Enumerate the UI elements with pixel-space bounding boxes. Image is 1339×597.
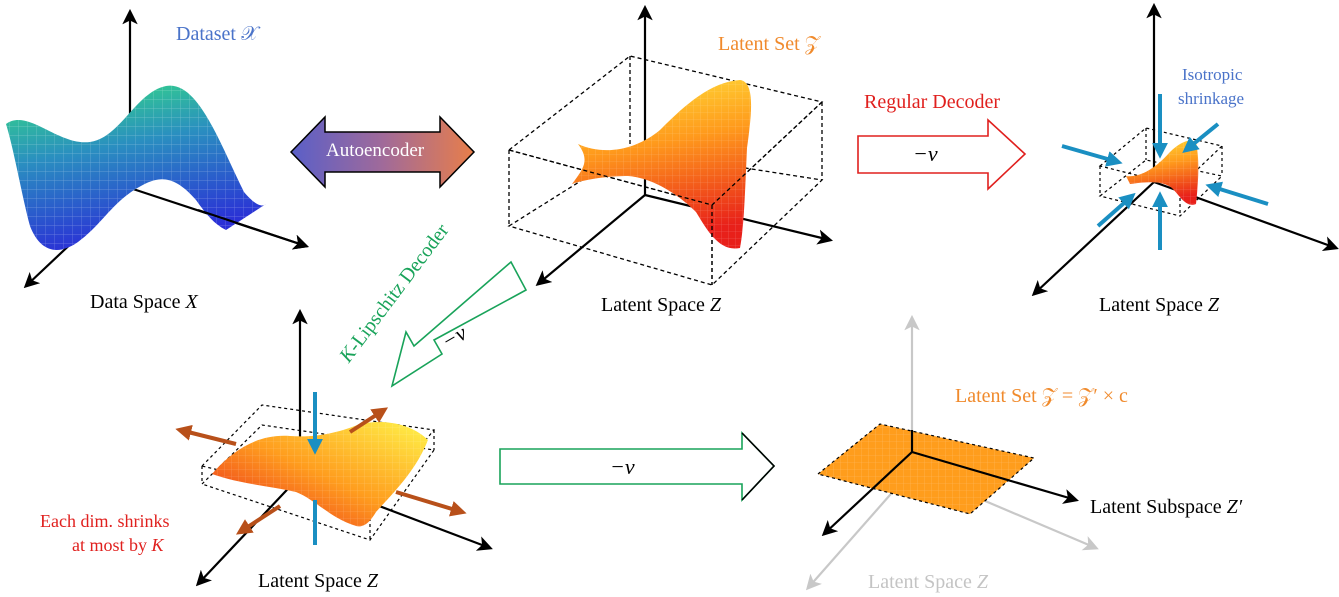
regular-decoder-arrow — [857, 118, 1027, 191]
latent-set-mid-surface — [572, 80, 752, 249]
latent-subspace-plane — [816, 423, 1036, 515]
latent-space-bottom-left-var: Z — [366, 570, 378, 592]
latent-space-bottom-left-caption: Latent Space Z — [258, 571, 378, 591]
regular-decoder-label: Regular Decoder — [864, 91, 1001, 113]
isotropic-shrink-arrows — [1061, 94, 1269, 250]
latent-subspace-caption: Latent Subspace Z′ — [1090, 497, 1242, 517]
latent-subspace-text: Latent Subspace — [1090, 496, 1222, 518]
data-space-var: X — [185, 291, 198, 313]
autoencoder-arrow — [289, 115, 476, 189]
data-space-axes-front — [197, 208, 309, 250]
isotropic-label-line1: Isotropic — [1182, 65, 1243, 84]
latent-bounding-box-mid-front — [508, 101, 823, 285]
latent-subspace-axes — [821, 430, 1079, 537]
expand-arrows-bottom-left — [175, 407, 467, 535]
each-dim-var: K — [151, 535, 164, 555]
dataset-surface — [6, 85, 266, 250]
latent-space-mid-var: Z — [709, 294, 721, 316]
latent-set-right-surface — [1126, 140, 1199, 205]
latent-subspace-var: Z′ — [1226, 496, 1243, 518]
each-dim-line1: Each dim. shrinks — [40, 511, 170, 531]
data-space-caption: Data Space X — [90, 292, 198, 312]
lipschitz-decoder-arrow — [390, 260, 528, 388]
isotropic-label-line2: shrinkage — [1178, 89, 1245, 108]
latent-space-grey-var: Z — [976, 571, 988, 593]
latent-space-grey-text: Latent Space — [868, 571, 972, 593]
each-dim-line2: at most by K — [72, 536, 164, 554]
latent-space-grey-caption: Latent Space Z — [868, 572, 988, 592]
projection-arrow — [499, 431, 776, 503]
latent-space-right-text: Latent Space — [1099, 294, 1203, 316]
regular-minus-v: −v — [913, 141, 938, 166]
latent-space-bottom-left-text: Latent Space — [258, 570, 362, 592]
latent-space-right-var: Z — [1207, 294, 1219, 316]
each-dim-text: at most by — [72, 535, 147, 555]
latent-space-mid-text: Latent Space — [601, 294, 705, 316]
latent-space-mid-caption: Latent Space Z — [601, 295, 721, 315]
dataset-label: Dataset 𝒳 — [176, 23, 259, 45]
data-space-text: Data Space — [90, 291, 181, 313]
latent-set-bottom-left-surface — [212, 421, 428, 527]
latent-set-product-label: Latent Set 𝒵 = 𝒵′ × c — [955, 385, 1128, 407]
latent-set-top-label: Latent Set 𝒵 — [718, 33, 820, 55]
latent-space-right-caption: Latent Space Z — [1099, 295, 1219, 315]
autoencoder-label: Autoencoder — [326, 140, 425, 161]
projection-minus-v: −v — [610, 454, 635, 479]
